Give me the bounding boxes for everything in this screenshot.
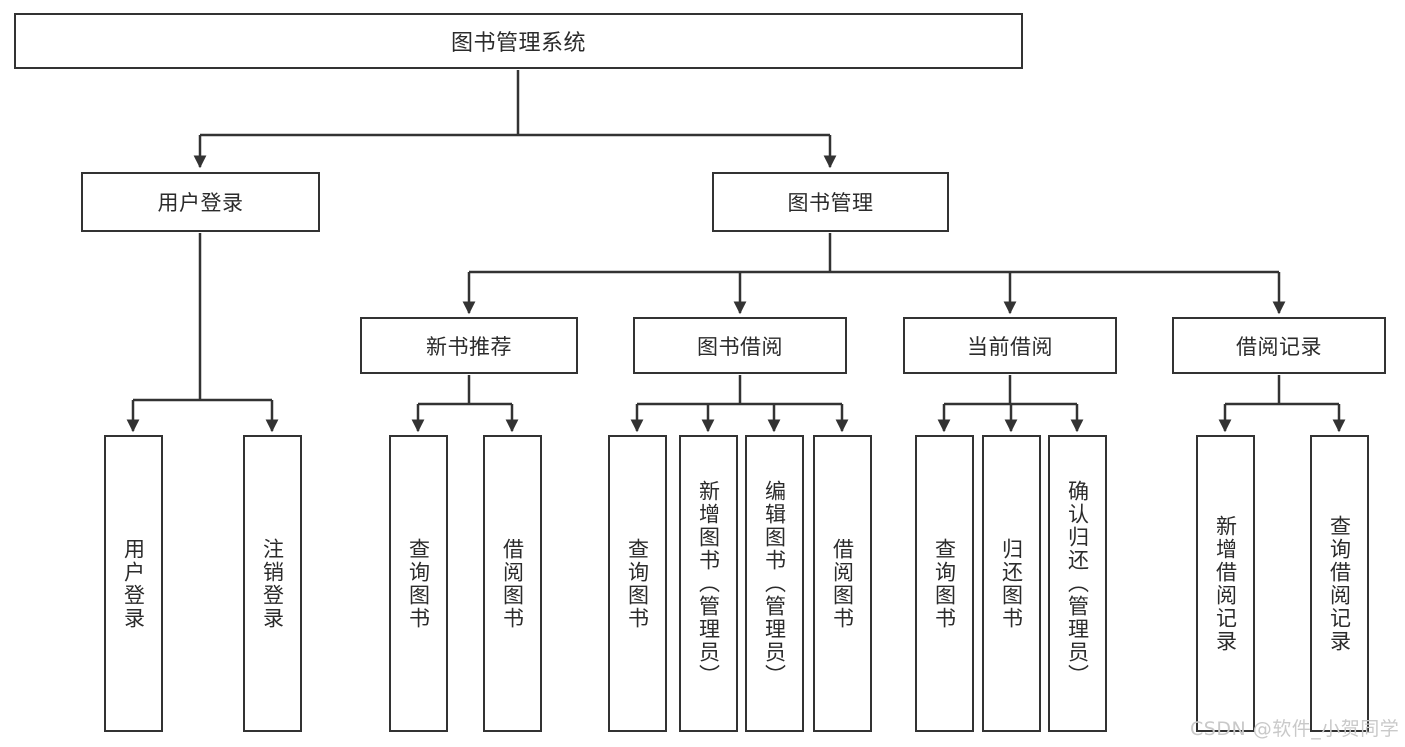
leaf-return-book[interactable]: 归还图书 (982, 435, 1041, 732)
leaf-new-book-query[interactable]: 查询图书 (389, 435, 448, 732)
leaf-borrow-query-book-label: 查询图书 (625, 537, 650, 630)
leaf-confirm-return-admin[interactable]: 确认归还（管理员） (1048, 435, 1107, 732)
leaf-add-book-admin-label: 新增图书（管理员） (696, 480, 721, 687)
leaf-new-book-borrow[interactable]: 借阅图书 (483, 435, 542, 732)
node-root-label: 图书管理系统 (450, 31, 586, 56)
leaf-add-borrow-record[interactable]: 新增借阅记录 (1196, 435, 1255, 732)
leaf-return-book-label: 归还图书 (999, 537, 1024, 630)
node-book-management-label: 图书管理 (787, 191, 874, 215)
node-book-borrow[interactable]: 图书借阅 (633, 317, 847, 374)
leaf-confirm-return-admin-label: 确认归还（管理员） (1065, 480, 1090, 687)
leaf-add-book-admin[interactable]: 新增图书（管理员） (679, 435, 738, 732)
node-user-login-label: 用户登录 (157, 191, 244, 215)
leaf-new-book-borrow-label: 借阅图书 (500, 537, 525, 630)
leaf-logout[interactable]: 注销登录 (243, 435, 302, 732)
node-user-login[interactable]: 用户登录 (81, 172, 320, 232)
leaf-current-query-book-label: 查询图书 (932, 537, 957, 630)
leaf-borrow-book-label: 借阅图书 (830, 537, 855, 630)
node-current-borrow-label: 当前借阅 (967, 334, 1053, 359)
node-current-borrow[interactable]: 当前借阅 (903, 317, 1117, 374)
leaf-query-borrow-record-label: 查询借阅记录 (1327, 514, 1352, 653)
leaf-user-login-label: 用户登录 (121, 537, 146, 630)
node-borrow-record-label: 借阅记录 (1236, 334, 1322, 359)
node-book-borrow-label: 图书借阅 (697, 334, 783, 359)
node-borrow-record[interactable]: 借阅记录 (1172, 317, 1386, 374)
node-root[interactable]: 图书管理系统 (14, 13, 1023, 69)
leaf-edit-book-admin-label: 编辑图书（管理员） (762, 480, 787, 687)
leaf-logout-label: 注销登录 (260, 537, 285, 630)
leaf-new-book-query-label: 查询图书 (406, 537, 431, 630)
node-new-book-recommend-label: 新书推荐 (426, 334, 512, 359)
node-book-management[interactable]: 图书管理 (712, 172, 949, 232)
leaf-edit-book-admin[interactable]: 编辑图书（管理员） (745, 435, 804, 732)
leaf-borrow-book[interactable]: 借阅图书 (813, 435, 872, 732)
leaf-query-borrow-record[interactable]: 查询借阅记录 (1310, 435, 1369, 732)
leaf-user-login[interactable]: 用户登录 (104, 435, 163, 732)
leaf-borrow-query-book[interactable]: 查询图书 (608, 435, 667, 732)
leaf-current-query-book[interactable]: 查询图书 (915, 435, 974, 732)
csdn-watermark: CSDN @软件_小贺同学 (1190, 718, 1400, 740)
node-new-book-recommend[interactable]: 新书推荐 (360, 317, 578, 374)
leaf-add-borrow-record-label: 新增借阅记录 (1213, 514, 1238, 653)
